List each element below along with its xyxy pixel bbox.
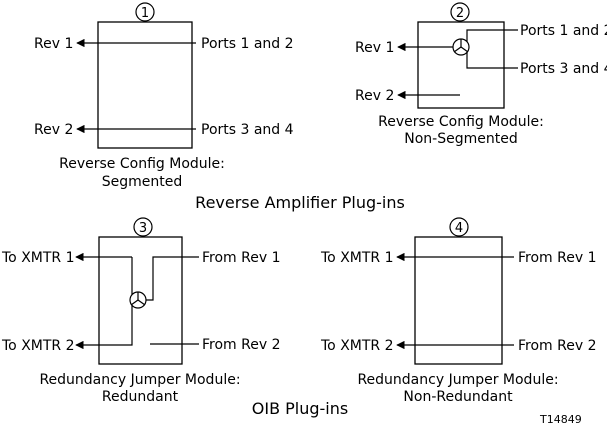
module-1-label-rev2: Rev 2 xyxy=(34,122,73,138)
module-2-combiner-stem-3 xyxy=(460,46,469,53)
module-4-caption-line2: Non-Redundant xyxy=(403,389,513,405)
module-4-number: 4 xyxy=(455,221,463,236)
module-4-caption-line1: Redundancy Jumper Module: xyxy=(357,372,558,388)
module-3-path-xmtr2 xyxy=(75,257,133,350)
module-2-box xyxy=(417,21,505,109)
module-4-box xyxy=(414,236,503,365)
module-2-combiner-stem-2 xyxy=(453,46,462,53)
module-1-number-badge xyxy=(135,2,155,22)
module-3-combiner-stem-3 xyxy=(137,299,146,306)
module-1-label-ports-3-4: Ports 3 and 4 xyxy=(201,122,294,138)
module-3-combiner-stem-2 xyxy=(130,299,139,306)
module-4-label-to-xmtr2: To XMTR 2 xyxy=(320,338,394,354)
module-1-caption-line1: Reverse Config Module: xyxy=(59,156,225,172)
module-3-path-from-rev1 xyxy=(145,256,199,301)
module-2-label-rev2: Rev 2 xyxy=(355,88,394,104)
module-1-label-ports-1-2: Ports 1 and 2 xyxy=(201,36,294,52)
module-1-caption-line2: Segmented xyxy=(102,174,183,190)
module-2: 2 Rev 1 Rev 2 Ports 1 and 2 Ports 3 and … xyxy=(355,2,607,147)
figure-id: T14849 xyxy=(539,413,582,426)
section-title-reverse: Reverse Amplifier Plug-ins xyxy=(195,193,405,212)
module-3-caption-line2: Redundant xyxy=(102,389,179,405)
module-2-number-badge xyxy=(450,2,470,22)
module-2-number: 2 xyxy=(456,6,464,21)
module-2-caption-line1: Reverse Config Module: xyxy=(378,114,544,130)
module-3-label-to-xmtr1: To XMTR 1 xyxy=(1,250,75,266)
module-3-label-from-rev2: From Rev 2 xyxy=(202,337,281,353)
module-2-label-ports-1-2: Ports 1 and 2 xyxy=(520,23,607,39)
module-4-label-from-rev2: From Rev 2 xyxy=(518,338,597,354)
module-3-caption-line1: Redundancy Jumper Module: xyxy=(39,372,240,388)
module-4: 4 To XMTR 1 To XMTR 2 From Rev 1 From Re… xyxy=(320,217,597,405)
module-4-label-from-rev1: From Rev 1 xyxy=(518,250,597,266)
module-3-label-from-rev1: From Rev 1 xyxy=(202,250,281,266)
module-1: 1 Rev 1 Rev 2 Ports 1 and 2 Ports 3 and … xyxy=(34,2,294,190)
module-3-number: 3 xyxy=(139,221,147,236)
module-2-label-rev1: Rev 1 xyxy=(355,40,394,56)
module-1-number: 1 xyxy=(141,6,149,21)
module-4-label-to-xmtr1: To XMTR 1 xyxy=(320,250,394,266)
module-2-label-ports-3-4: Ports 3 and 4 xyxy=(520,61,607,77)
section-title-oib: OIB Plug-ins xyxy=(252,399,348,418)
module-1-label-rev1: Rev 1 xyxy=(34,36,73,52)
module-4-number-badge xyxy=(449,217,469,237)
module-2-caption-line2: Non-Segmented xyxy=(404,131,517,147)
module-3-label-to-xmtr2: To XMTR 2 xyxy=(1,338,75,354)
module-3: 3 To XMTR 1 To XMTR 2 From Rev 1 From Re… xyxy=(1,217,281,405)
module-3-number-badge xyxy=(133,217,153,237)
